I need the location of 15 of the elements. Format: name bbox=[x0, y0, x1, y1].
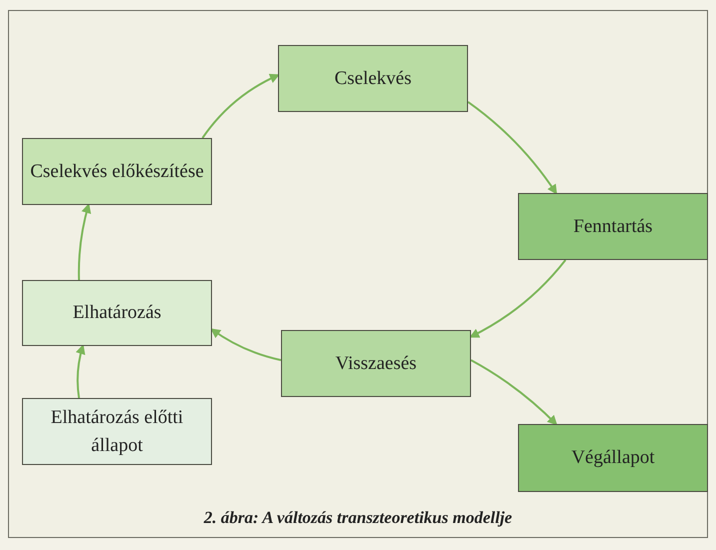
curved-arrow bbox=[467, 101, 558, 195]
stage-box: Visszaesés bbox=[281, 330, 471, 397]
stage-box: Fenntartás bbox=[518, 193, 708, 260]
curved-arrow bbox=[470, 359, 558, 426]
stage-box: Cselekvés előkészítése bbox=[22, 138, 212, 205]
curved-arrow bbox=[210, 328, 282, 362]
curved-arrow bbox=[78, 203, 92, 280]
figure-caption: 2. ábra: A változás transzteoretikus modellje bbox=[204, 508, 512, 528]
stage-box: Végállapot bbox=[518, 424, 708, 492]
curved-arrow bbox=[76, 344, 86, 398]
stage-box: Elhatározás bbox=[22, 280, 212, 346]
curved-arrow bbox=[202, 74, 280, 139]
stage-box: Elhatározás előtti állapot bbox=[22, 398, 212, 465]
stage-box: Cselekvés bbox=[278, 45, 468, 112]
curved-arrow bbox=[469, 259, 566, 338]
